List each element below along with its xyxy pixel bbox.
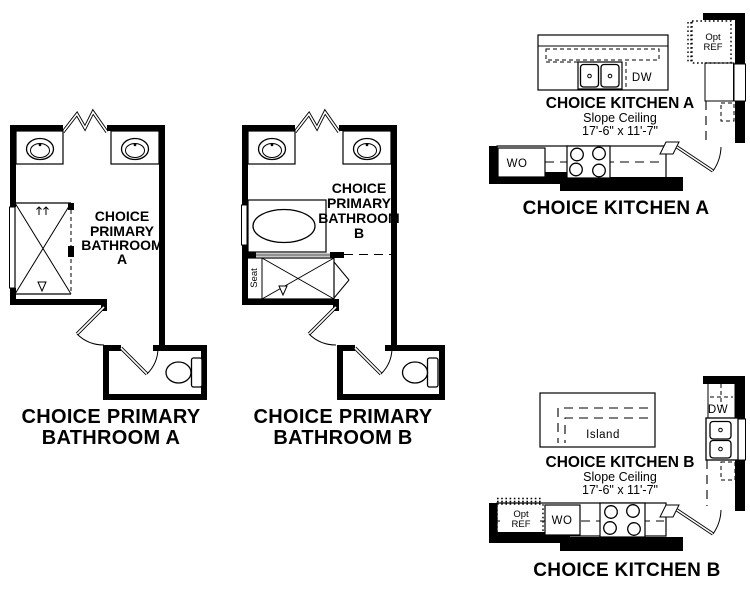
door-jamb [659, 141, 680, 155]
wall-sink [705, 417, 739, 461]
plan-bathroom-a: CHOICE PRIMARY BATHROOM A CHOICE PRIMARY… [9, 108, 207, 449]
room-label-line: B [354, 225, 364, 241]
door-swing [676, 508, 722, 536]
entry-door-swing [307, 305, 338, 346]
shower: Seat [245, 257, 350, 300]
plan-kitchen-b: DW Island CHOICE KITCHEN B Slope Ceiling… [489, 376, 746, 581]
room-label-line: A [117, 251, 127, 267]
room-label-line: BATHROOM [81, 237, 162, 253]
plan-kitchen-a: Opt REF DW CHOICE KITCHEN A Slo [489, 13, 746, 219]
caption-kitchen-a: CHOICE KITCHEN A [523, 198, 710, 219]
kitchen-a-title-block: CHOICE KITCHEN A Slope Ceiling 17'-6" x … [546, 95, 694, 138]
caption-line: BATHROOM A [42, 427, 181, 449]
room-label-bathroom-b: CHOICE PRIMARY BATHROOM B [318, 180, 399, 241]
caption-kitchen-b: CHOICE KITCHEN B [533, 560, 720, 581]
bathroom-a-walls [10, 125, 207, 400]
shower-head-symbol [36, 206, 49, 215]
opt-refrigerator: Opt REF [496, 497, 544, 536]
room-size: 17'-6" x 11'-7" [582, 124, 658, 138]
shower-door [333, 261, 350, 299]
drain-symbol [37, 281, 47, 293]
window [733, 63, 746, 102]
dishwasher-cabinet: DW [707, 379, 736, 419]
kitchen-island: DW [537, 34, 669, 91]
kitchen-title: CHOICE KITCHEN A [546, 95, 694, 112]
plan-bathroom-b: Seat CHOICE PRIMARY BATHROOM B C [241, 108, 445, 449]
bathtub [247, 199, 327, 253]
window [241, 204, 248, 246]
pantry-cabinets [704, 62, 735, 140]
island-sink [577, 61, 623, 90]
opt-refrigerator: Opt REF [687, 20, 732, 64]
cooktop [566, 145, 611, 179]
wall-break-symbol [293, 108, 341, 134]
water-closet-door-swing [353, 346, 393, 376]
water-closet-door-swing [119, 346, 159, 376]
toilet [401, 357, 439, 388]
shower [14, 202, 74, 295]
kitchen-island: Island [539, 392, 656, 448]
drain-symbol [278, 285, 288, 297]
caption-line: BATHROOM B [273, 427, 412, 449]
caption-bathroom-b: CHOICE PRIMARY BATHROOM B [253, 406, 432, 449]
room-label-line: PRIMARY [327, 195, 392, 211]
opt-ref-label-line: Opt [705, 32, 721, 43]
caption-line: CHOICE PRIMARY [21, 406, 200, 428]
window [9, 206, 16, 289]
kitchen-title: CHOICE KITCHEN B [546, 454, 695, 471]
caption-bathroom-a: CHOICE PRIMARY BATHROOM A [21, 406, 200, 449]
wall-oven-label: WO [507, 158, 528, 170]
entry-door-swing [75, 305, 106, 346]
wall-break-symbol [61, 108, 109, 134]
wall-oven-label: WO [552, 515, 573, 527]
dishwasher-label: DW [708, 404, 728, 416]
opt-ref-label-line: REF [704, 42, 723, 53]
room-label-bathroom-a: CHOICE PRIMARY BATHROOM A [81, 208, 162, 267]
kitchen-b-counter: Opt REF WO [489, 497, 683, 551]
ceiling-note: Slope Ceiling [583, 470, 657, 484]
kitchen-a-counter: WO [489, 141, 683, 191]
opt-ref-label-line: REF [512, 519, 531, 530]
door-swing [676, 145, 722, 173]
room-label-line: CHOICE [95, 208, 149, 224]
toilet [165, 357, 203, 388]
vanity-left [15, 130, 64, 165]
bathroom-b-walls [242, 125, 445, 400]
wall-oven: WO [544, 504, 581, 536]
door-jamb [659, 504, 680, 518]
kitchen-b-title-block: CHOICE KITCHEN B Slope Ceiling 17'-6" x … [546, 454, 695, 497]
opt-ref-label-line: Opt [513, 509, 529, 520]
room-label-line: CHOICE [332, 180, 386, 196]
cased-opening [248, 252, 391, 258]
room-label-line: PRIMARY [90, 223, 155, 239]
vanity-right [342, 130, 392, 165]
ceiling-note: Slope Ceiling [583, 111, 657, 125]
room-size: 17'-6" x 11'-7" [582, 483, 658, 497]
shower-seat-label: Seat [249, 268, 260, 288]
vanity-right [110, 130, 160, 165]
dishwasher-label: DW [632, 72, 652, 84]
island-label: Island [586, 429, 620, 441]
vanity-left [247, 130, 296, 165]
caption-line: CHOICE PRIMARY [253, 406, 432, 428]
cooktop [599, 502, 646, 538]
wall-oven: WO [497, 147, 546, 178]
lower-cabinets [706, 460, 736, 506]
room-label-line: BATHROOM [318, 210, 399, 226]
